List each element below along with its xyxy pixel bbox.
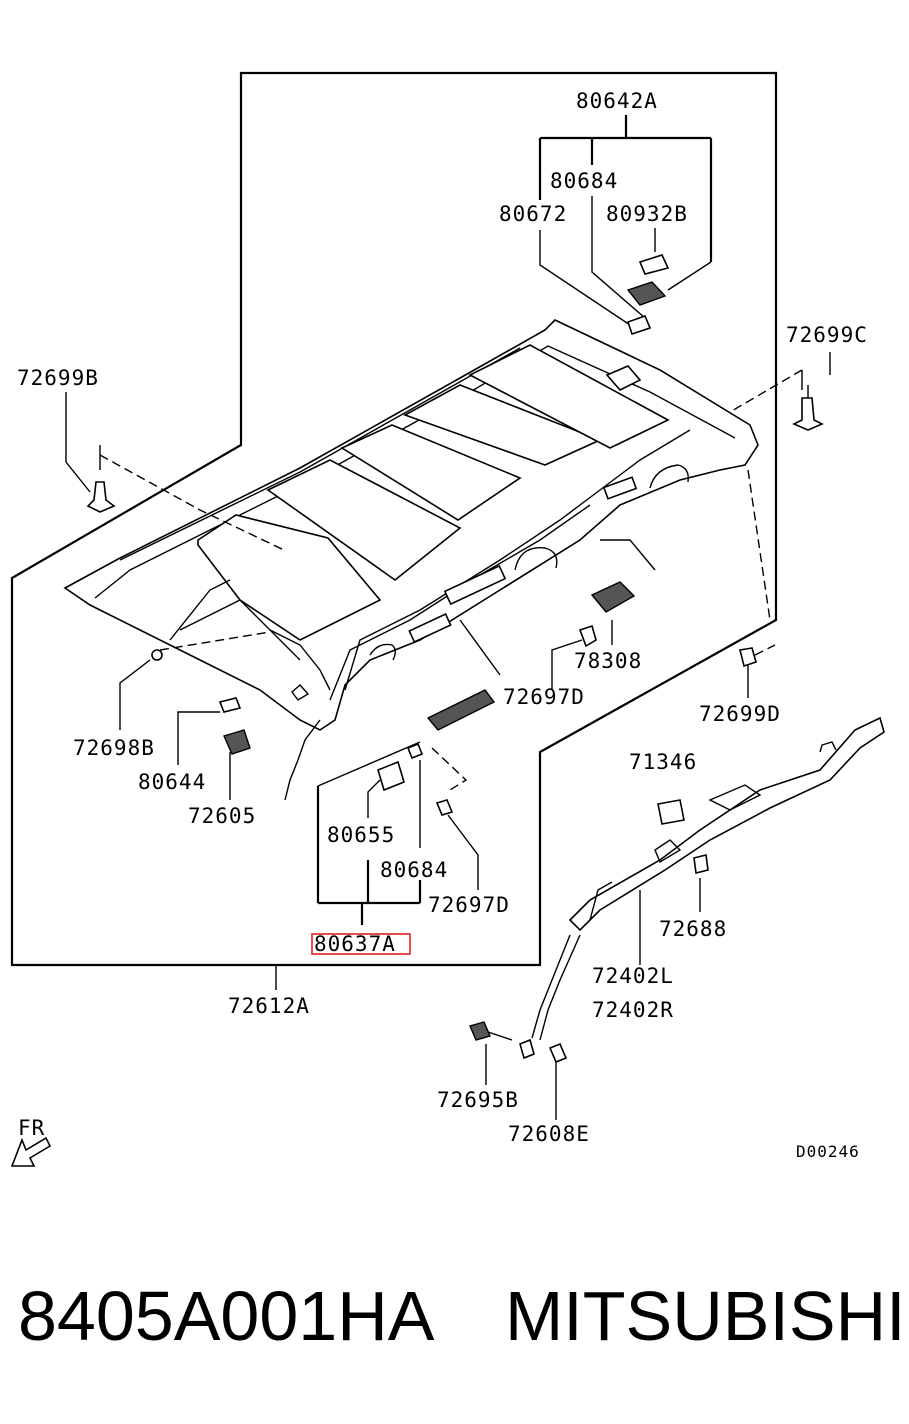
label-72697D-low[interactable]: 72697D bbox=[428, 893, 510, 917]
lamp-78308 bbox=[551, 539, 656, 690]
label-80637A[interactable]: 80637A bbox=[314, 932, 396, 956]
label-72402R[interactable]: 72402R bbox=[592, 998, 674, 1022]
label-80642A[interactable]: 80642A bbox=[576, 89, 658, 113]
label-72608E[interactable]: 72608E bbox=[508, 1122, 590, 1146]
assembly-frame bbox=[10, 71, 778, 967]
label-80684-top[interactable]: 80684 bbox=[550, 169, 618, 193]
diagram-code: D00246 bbox=[796, 1142, 860, 1161]
label-72612A[interactable]: 72612A bbox=[228, 994, 310, 1018]
clip-72699D bbox=[739, 469, 776, 698]
bracket-80642A bbox=[538, 115, 713, 326]
label-72402L[interactable]: 72402L bbox=[592, 964, 674, 988]
clip-72699C bbox=[729, 352, 831, 431]
label-80655[interactable]: 80655 bbox=[327, 823, 395, 847]
part-number: 8405A001HA bbox=[18, 1277, 435, 1355]
part-labels: 80642A 80684 80672 80932B 72699C 72699B … bbox=[17, 89, 868, 1161]
headliner-body bbox=[63, 319, 759, 801]
front-arrow-icon bbox=[10, 1136, 52, 1167]
direction-label: FR bbox=[18, 1116, 45, 1140]
label-72699C[interactable]: 72699C bbox=[786, 323, 868, 347]
clip-72699B bbox=[65, 392, 285, 551]
highlight-box bbox=[311, 933, 411, 955]
label-72699B[interactable]: 72699B bbox=[17, 366, 99, 390]
label-72698B[interactable]: 72698B bbox=[73, 736, 155, 760]
label-72688[interactable]: 72688 bbox=[659, 917, 727, 941]
label-80932B[interactable]: 80932B bbox=[606, 202, 688, 226]
parts-72698B-80644-72605 bbox=[119, 631, 271, 800]
label-72605[interactable]: 72605 bbox=[188, 804, 256, 828]
bolt-72695B bbox=[469, 1021, 557, 1120]
label-72695B[interactable]: 72695B bbox=[437, 1088, 519, 1112]
airbag-72402 bbox=[519, 716, 885, 1064]
label-72697D-mid[interactable]: 72697D bbox=[503, 685, 585, 709]
label-72699D[interactable]: 72699D bbox=[699, 702, 781, 726]
label-80644[interactable]: 80644 bbox=[138, 770, 206, 794]
lamp-80932B bbox=[605, 254, 670, 391]
label-78308[interactable]: 78308 bbox=[574, 649, 642, 673]
label-80672[interactable]: 80672 bbox=[499, 202, 567, 226]
label-80684-low[interactable]: 80684 bbox=[380, 858, 448, 882]
brand-name: MITSUBISHI bbox=[505, 1277, 906, 1355]
lamp-80637A bbox=[316, 619, 501, 925]
label-71346[interactable]: 71346 bbox=[629, 750, 697, 774]
